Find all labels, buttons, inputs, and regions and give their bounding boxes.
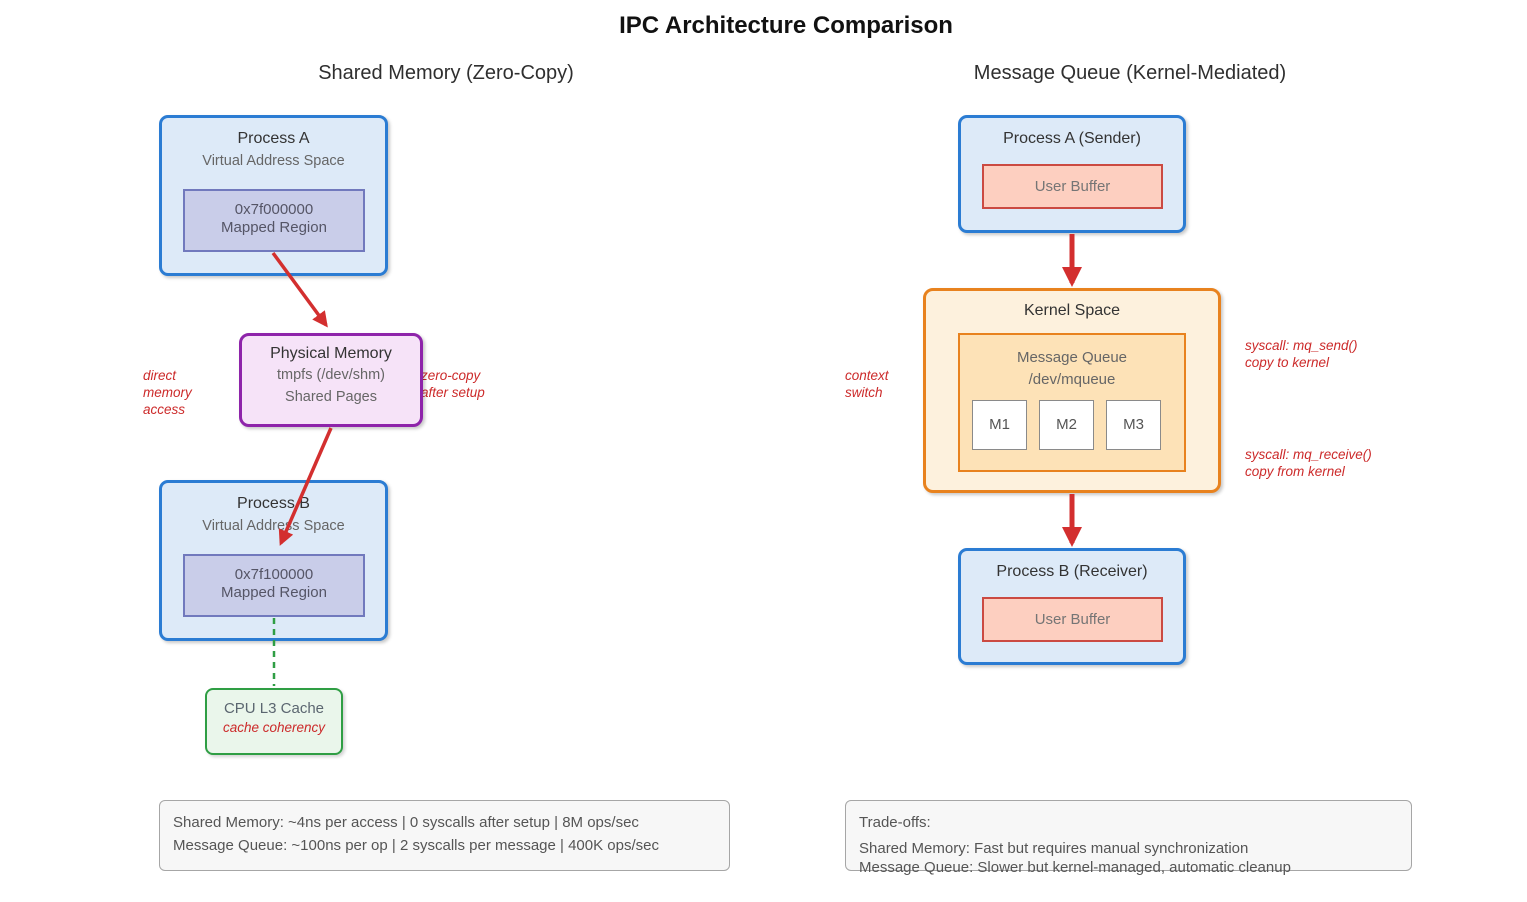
process-b-receiver-title: Process B (Receiver) [996, 563, 1148, 580]
physical-memory-title: Physical Memory [270, 345, 392, 362]
process-a-sender-box: Process A (Sender) User Buffer [958, 115, 1186, 233]
process-b-subtitle: Virtual Address Space [202, 518, 345, 534]
process-a-title: Process A [237, 130, 310, 147]
message-queue-box: Message Queue /dev/mqueue M1 M2 M3 [958, 333, 1186, 472]
annotation-zero-copy-after-setup: zero-copy after setup [421, 368, 485, 400]
physical-memory-shared-pages: Shared Pages [285, 389, 377, 405]
sender-user-buffer: User Buffer [982, 164, 1163, 209]
tradeoff-shared-memory: Shared Memory: Fast but requires manual … [859, 840, 1249, 857]
physical-memory-tmpfs: tmpfs (/dev/shm) [277, 367, 385, 383]
mapped-region-address: 0x7f000000 [234, 201, 314, 218]
process-b-mapped-region: 0x7f100000 Mapped Region [183, 554, 365, 617]
receiver-user-buffer: User Buffer [982, 597, 1163, 642]
message-m3: M3 [1106, 400, 1161, 450]
tradeoffs-heading: Trade-offs: [859, 814, 931, 831]
annotation-direct-memory-access: direct memory access [143, 368, 192, 417]
cache-coherency-note: cache coherency [222, 720, 326, 735]
mapped-region-label: Mapped Region [221, 584, 327, 601]
mapped-region-label: Mapped Region [221, 219, 327, 236]
message-m1: M1 [972, 400, 1027, 450]
process-a-subtitle: Virtual Address Space [202, 153, 345, 169]
stats-shared-memory-line: Shared Memory: ~4ns per access | 0 sysca… [173, 814, 639, 831]
process-a-sender-title: Process A (Sender) [1003, 130, 1141, 147]
cpu-l3-cache-box: CPU L3 Cache cache coherency [205, 688, 343, 755]
annotation-context-switch: context switch [845, 368, 889, 400]
process-a-mapped-region: 0x7f000000 Mapped Region [183, 189, 365, 252]
performance-stats-box: Shared Memory: ~4ns per access | 0 sysca… [159, 800, 730, 871]
message-m2: M2 [1039, 400, 1094, 450]
kernel-space-box: Kernel Space Message Queue /dev/mqueue M… [923, 288, 1221, 493]
cpu-l3-cache-title: CPU L3 Cache [223, 700, 325, 717]
mapped-region-address: 0x7f100000 [234, 566, 314, 583]
physical-memory-box: Physical Memory tmpfs (/dev/shm) Shared … [239, 333, 423, 427]
page-title: IPC Architecture Comparison [619, 12, 953, 39]
column-header-shared-memory: Shared Memory (Zero-Copy) [318, 62, 574, 84]
annotation-syscall-mq-receive: syscall: mq_receive() copy from kernel [1245, 447, 1372, 479]
tradeoff-message-queue: Message Queue: Slower but kernel-managed… [859, 858, 1291, 876]
process-a-box: Process A Virtual Address Space 0x7f0000… [159, 115, 388, 276]
process-b-title: Process B [237, 495, 310, 512]
message-queue-title: Message Queue /dev/mqueue [960, 347, 1184, 391]
process-b-box: Process B Virtual Address Space 0x7f1000… [159, 480, 388, 641]
kernel-space-title: Kernel Space [1023, 302, 1121, 319]
message-queue-path: /dev/mqueue [1028, 371, 1116, 388]
annotation-syscall-mq-send: syscall: mq_send() copy to kernel [1245, 338, 1358, 370]
stats-message-queue-line: Message Queue: ~100ns per op | 2 syscall… [173, 836, 659, 854]
tradeoffs-box: Trade-offs: Shared Memory: Fast but requ… [845, 800, 1412, 876]
message-queue-name: Message Queue [1016, 349, 1128, 366]
column-header-message-queue: Message Queue (Kernel-Mediated) [973, 62, 1287, 84]
process-b-receiver-box: Process B (Receiver) User Buffer [958, 548, 1186, 665]
